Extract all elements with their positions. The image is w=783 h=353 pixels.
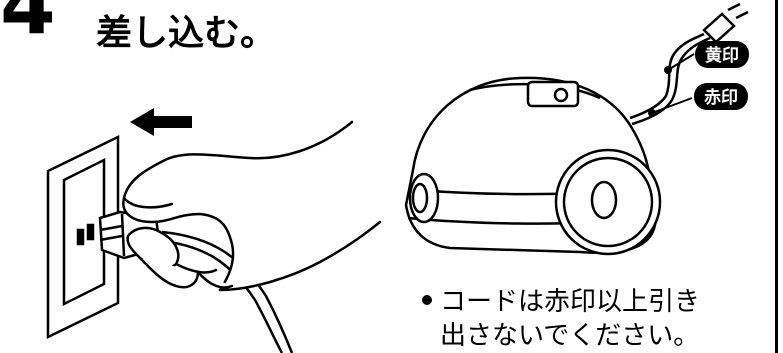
note-line-2: 出さないでください。 [440, 321, 700, 351]
step-number: 4 [0, 0, 56, 52]
bullet-icon [422, 294, 432, 305]
red-mark-badge: 赤印 [694, 83, 748, 110]
power-cord [154, 238, 284, 353]
direction-arrow-icon [130, 108, 192, 136]
wall-outlet-plate [46, 135, 120, 339]
vacuum-cord [629, 32, 711, 126]
yellow-mark-label: 黄印 [705, 45, 739, 66]
cord-caution-note: コードは赤印以上引き 出さないでください。 [422, 285, 700, 353]
vacuum-wheel [554, 148, 662, 256]
page-border-line [775, 0, 778, 353]
yellow-mark-badge: 黄印 [695, 41, 749, 68]
note-line-1: コードは赤印以上引き [422, 285, 700, 319]
cord-plug [702, 2, 749, 44]
hand-illustration [122, 120, 382, 292]
red-mark-label: 赤印 [704, 87, 738, 108]
step-title: 差し込む。 [96, 13, 277, 54]
